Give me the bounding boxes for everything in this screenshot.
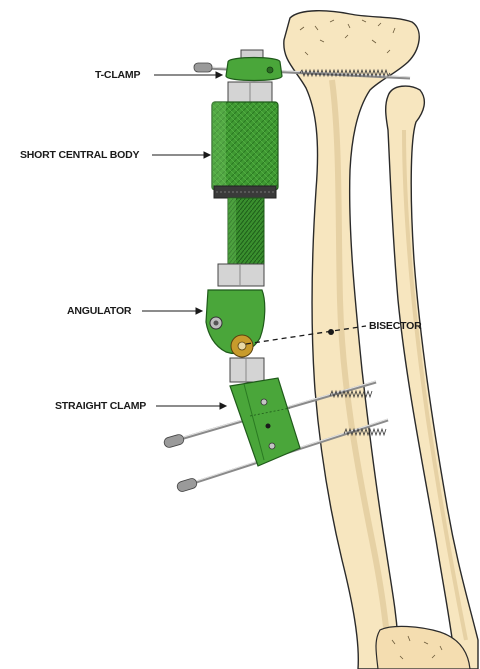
lower-pin-2-handle [176,477,198,492]
label-t-clamp: T-CLAMP [95,69,140,81]
bisector-dot [328,329,334,335]
straight-clamp-nut [230,358,264,382]
label-straight-clamp: STRAIGHT CLAMP [55,400,146,412]
label-angulator: ANGULATOR [67,305,131,317]
top-pin-handle [194,63,212,72]
label-bisector: BISECTOR [369,320,421,332]
label-short-central-body: SHORT CENTRAL BODY [20,149,139,161]
central-lower-nut [218,264,264,286]
t-clamp-body [226,58,282,81]
lower-pin-1-handle [163,433,185,448]
fibula-bone [386,86,478,669]
